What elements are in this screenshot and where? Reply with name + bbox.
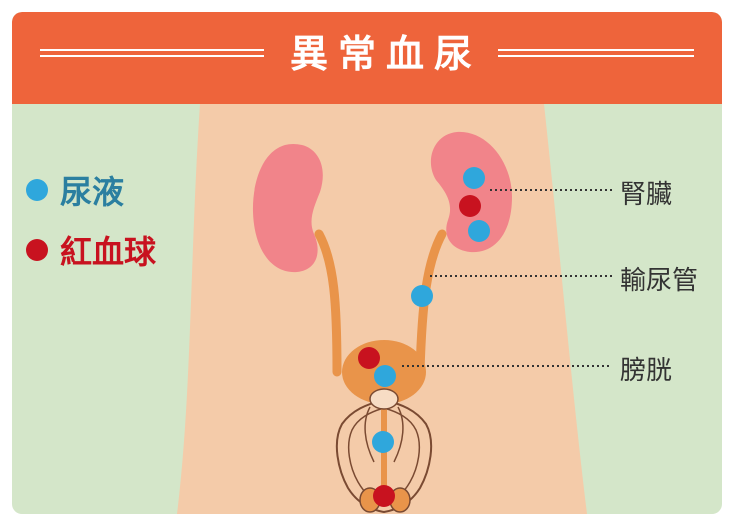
- rbc-dot-icon: [26, 239, 48, 261]
- label-bladder: 膀胱: [620, 350, 672, 387]
- rbc-marker-kidney: [459, 195, 481, 217]
- urine-marker-ureter: [411, 285, 433, 307]
- urine-marker-urethra: [372, 431, 394, 453]
- urine-marker-kidney-bottom: [468, 220, 490, 242]
- urine-marker-bladder: [374, 365, 396, 387]
- urine-marker-kidney-top: [463, 167, 485, 189]
- rbc-marker-bladder: [358, 347, 380, 369]
- label-kidney: 腎臟: [620, 174, 672, 211]
- rbc-marker-urethra: [373, 485, 395, 507]
- label-ureter: 輸尿管: [620, 260, 698, 297]
- legend-label-urine: 尿液: [60, 167, 124, 213]
- diagram-card: 異常血尿: [12, 12, 722, 514]
- prostate: [370, 389, 398, 409]
- legend-item-urine: 尿液: [26, 170, 124, 210]
- legend-item-rbc: 紅血球: [26, 230, 156, 270]
- legend-label-rbc: 紅血球: [60, 227, 156, 273]
- urine-dot-icon: [26, 179, 48, 201]
